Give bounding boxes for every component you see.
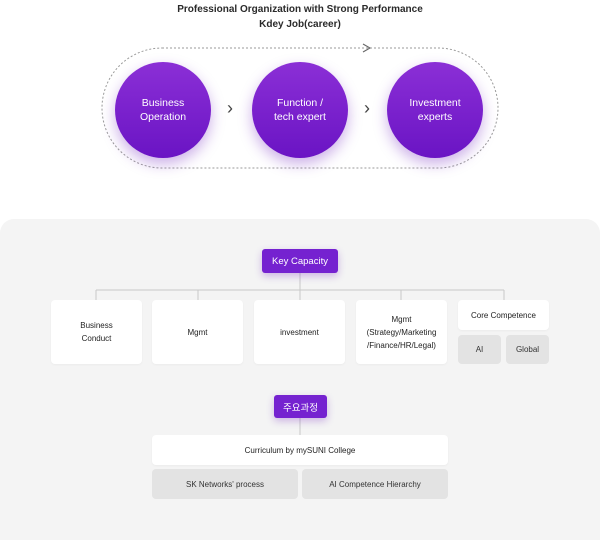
- career-step-business-operation: Business Operation: [115, 62, 211, 158]
- curriculum-label: Curriculum by mySUNI College: [244, 445, 356, 455]
- career-step-investment-experts: Investment experts: [387, 62, 483, 158]
- course-label: AI Competence Hierarchy: [329, 479, 421, 489]
- chevron-right-icon: ›: [227, 98, 233, 118]
- capacity-card-investment: investment: [254, 300, 345, 364]
- capacity-card-label: Mgmt: [187, 327, 208, 337]
- curriculum-card: Curriculum by mySUNI College: [152, 435, 448, 465]
- career-step-label: Investment experts: [409, 97, 461, 123]
- core-competence-global-label: Global: [515, 345, 540, 354]
- career-loop-outline: [101, 43, 499, 169]
- capacity-card-mgmt: Mgmt: [152, 300, 243, 364]
- core-competence-ai: AI: [458, 335, 501, 364]
- key-capacity-label: Key Capacity: [272, 255, 328, 267]
- core-competence-card: Core Competence: [458, 300, 549, 330]
- course-sk-networks-process: SK Networks' process: [152, 469, 298, 499]
- loop-arrowhead: [362, 43, 372, 53]
- capacity-card-label: Business Conduct: [80, 321, 113, 343]
- core-competence-global: Global: [506, 335, 549, 364]
- course-label: SK Networks' process: [186, 479, 264, 489]
- chevron-right-icon: ›: [364, 98, 370, 118]
- diagram-title: Professional Organization with Strong Pe…: [177, 4, 423, 15]
- capacity-card-label: investment: [280, 327, 319, 337]
- capacity-card-label: Mgmt (Strategy/Marketing /Finance/HR/Leg…: [366, 314, 437, 350]
- core-competence-label: Core Competence: [471, 310, 536, 320]
- career-step-function-tech-expert: Function / tech expert: [252, 62, 348, 158]
- courses-badge: 주요과정: [274, 395, 327, 418]
- course-ai-competence-hierarchy: AI Competence Hierarchy: [302, 469, 448, 499]
- courses-label: 주요과정: [283, 402, 318, 414]
- capacity-card-business-conduct: Business Conduct: [51, 300, 142, 364]
- capacity-card-mgmt-functions: Mgmt (Strategy/Marketing /Finance/HR/Leg…: [356, 300, 447, 364]
- key-capacity-badge: Key Capacity: [262, 249, 338, 273]
- career-step-label: Function / tech expert: [274, 97, 326, 123]
- career-step-label: Business Operation: [139, 97, 187, 123]
- core-competence-ai-label: AI: [475, 345, 484, 354]
- diagram-subtitle: Kdey Job(career): [259, 19, 341, 30]
